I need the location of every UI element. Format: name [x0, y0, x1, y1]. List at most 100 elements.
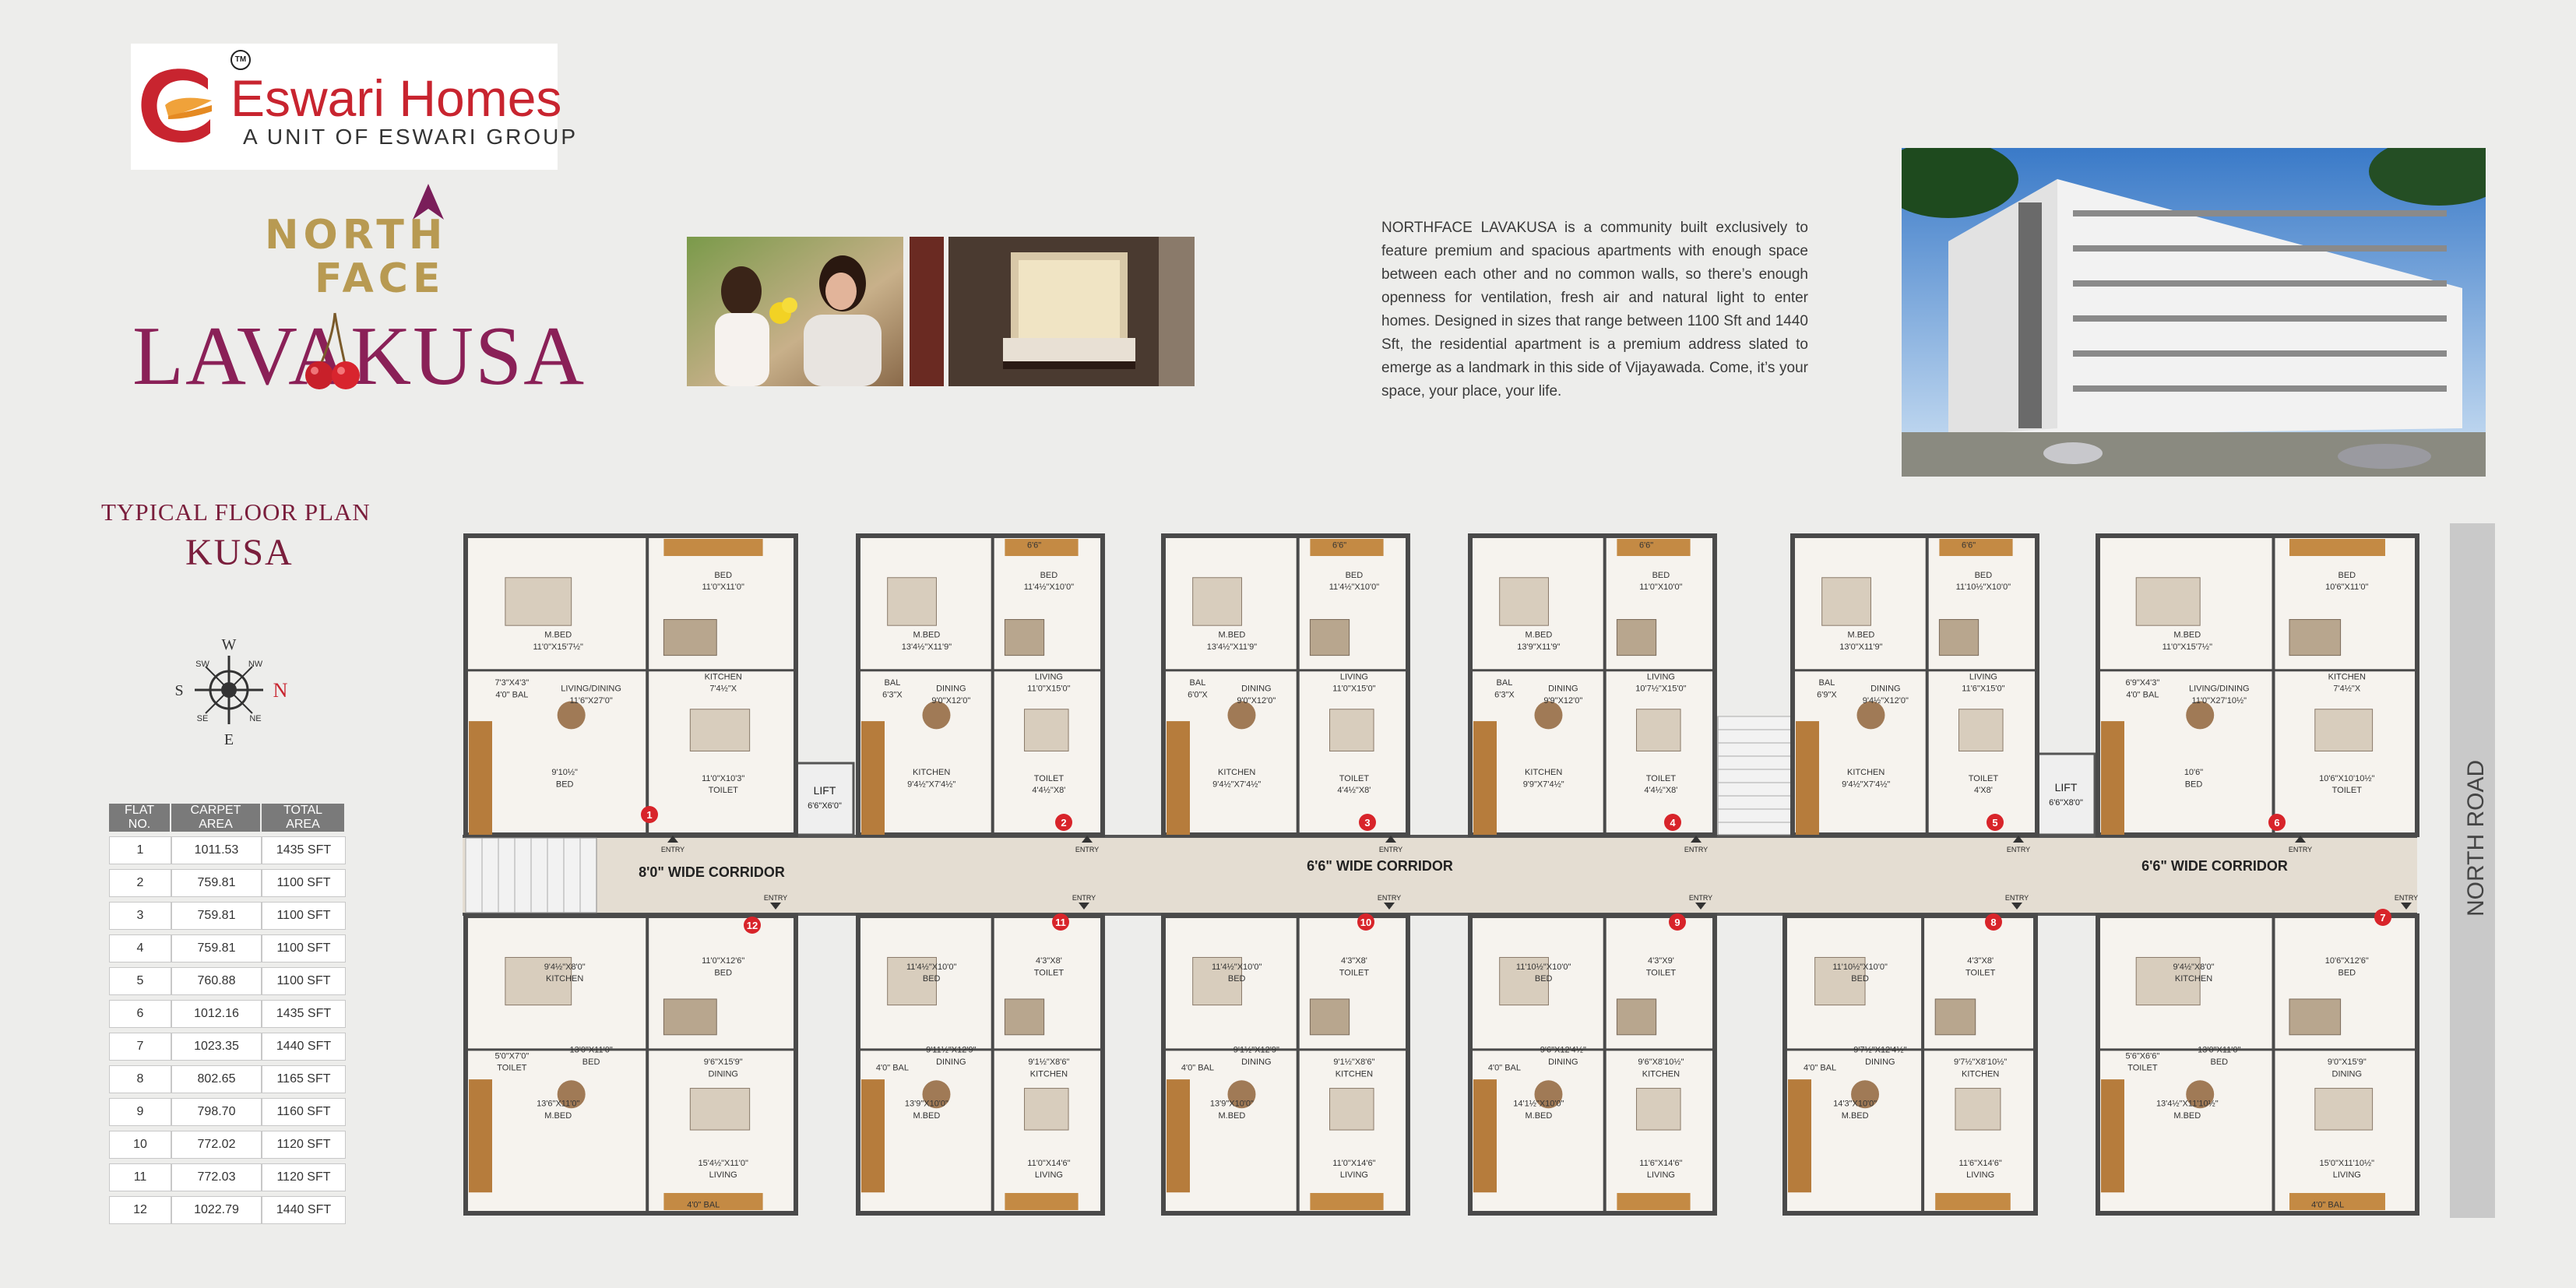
- room-label: 11'0"X10'0": [1639, 582, 1682, 592]
- room-label: TOILET: [1965, 968, 1996, 977]
- room-label: LIVING: [1966, 1170, 1994, 1180]
- room-label: BED: [1975, 571, 1993, 580]
- room-label: 9'0"X15'9": [2328, 1057, 2367, 1067]
- room-label: 6'6": [1639, 540, 1653, 550]
- room-label: DINING: [936, 684, 966, 694]
- brand-name: Eswari Homes: [231, 69, 562, 127]
- flat-outline: [856, 533, 1105, 837]
- flat-number-marker: [1052, 913, 1069, 931]
- bed-furniture: [1636, 709, 1681, 751]
- room-label: 9'9"X7'4½": [1523, 780, 1564, 790]
- entry-label: ENTRY: [1075, 846, 1099, 853]
- north-road: [2450, 523, 2495, 1218]
- table-cell: 6: [109, 1000, 171, 1028]
- table-cell: 5: [109, 967, 171, 995]
- lift-shaft: [2036, 752, 2096, 836]
- room-label: BAL: [1497, 678, 1513, 688]
- eswari-logo-mark-icon: [141, 69, 212, 143]
- room-label: 11'10½"X10'0": [1832, 962, 1888, 972]
- dining-table: [1227, 701, 1256, 730]
- room-label: 9'1½"X12'9": [1233, 1046, 1279, 1055]
- room-label: TOILET: [1339, 774, 1370, 783]
- balcony: [2289, 539, 2385, 556]
- bed-furniture: [1024, 709, 1069, 751]
- corridor: [463, 835, 2417, 916]
- room-label: 9'9"X12'0": [1543, 696, 1582, 706]
- dining-table: [557, 1080, 586, 1109]
- room-label: 11'0"X11'0": [702, 582, 745, 592]
- table-cell: 1440 SFT: [262, 1033, 346, 1061]
- project-description: NORTHFACE LAVAKUSA is a community built …: [1381, 220, 1808, 399]
- sofa-furniture: [1616, 998, 1657, 1036]
- room-label: BED: [1535, 974, 1553, 984]
- dining-table: [922, 1080, 951, 1109]
- table-cell: 1100 SFT: [262, 902, 346, 930]
- bed-furniture: [1499, 956, 1549, 1006]
- room-label: TOILET: [1034, 774, 1065, 783]
- room-label: BED: [1652, 571, 1670, 580]
- room-label: TOILET: [2127, 1064, 2158, 1073]
- flat-number-marker: [1359, 814, 1376, 831]
- flat-number: 4: [1670, 817, 1676, 829]
- room-label: 4'3"X9': [1648, 956, 1674, 966]
- table-header: FLAT NO.: [109, 804, 171, 832]
- room-label: KITCHEN: [1030, 1069, 1068, 1079]
- entry-arrow-icon: [770, 903, 781, 910]
- room-label: 13'4½"X11'9": [902, 642, 952, 652]
- table-cell: 9: [109, 1098, 171, 1126]
- room-label: BED: [1228, 974, 1246, 984]
- room-label: BAL: [885, 678, 901, 688]
- table-cell: 3: [109, 902, 171, 930]
- room-label: KITCHEN: [705, 672, 742, 681]
- table-cell: 1011.53: [171, 836, 262, 864]
- balcony: [1939, 539, 2013, 556]
- entry-arrow-icon: [1384, 903, 1395, 910]
- room-label: 9'7½"X8'10½": [1954, 1057, 2007, 1067]
- room-label: 11'6"X14'6": [1639, 1159, 1682, 1168]
- entry-label: ENTRY: [1072, 894, 1096, 902]
- wash-area: [861, 1079, 885, 1193]
- room-label: BED: [714, 571, 732, 580]
- balcony: [1005, 1193, 1079, 1210]
- compass-w: W: [222, 636, 237, 653]
- room-label: 6'3"X: [882, 690, 903, 699]
- room-label: 9'4½"X8'0": [2173, 962, 2215, 972]
- table-cell: 1120 SFT: [262, 1131, 346, 1159]
- room-label: 13'9"X11'9": [1517, 642, 1560, 652]
- room-label: BED: [2210, 1057, 2228, 1067]
- room-label: BED: [2185, 780, 2203, 790]
- room-label: 9'4½"X8'0": [544, 962, 586, 972]
- flat-number-marker: [641, 806, 658, 823]
- room-label: DINING: [1870, 684, 1901, 694]
- room-label: 10'7½"X15'0": [1635, 684, 1686, 694]
- balcony: [663, 1193, 763, 1210]
- room-label: 4'4½"X8': [1337, 786, 1371, 795]
- room-label: 9'4½"X7'4½": [1842, 780, 1890, 790]
- flat-number-marker: [2268, 814, 2286, 831]
- bed-furniture: [1192, 956, 1242, 1006]
- corridor-wall: [463, 913, 2417, 916]
- flat-number: 8: [1990, 917, 1996, 928]
- bed-furniture: [2314, 709, 2374, 751]
- bed-furniture: [1636, 1088, 1681, 1131]
- room-label: KITCHEN: [1962, 1069, 1999, 1079]
- room-label: 13'0"X11'0": [2198, 1046, 2240, 1055]
- room-label: 13'4½"X11'9": [1207, 642, 1258, 652]
- room-label: 4'0" BAL: [495, 690, 528, 699]
- dining-table: [2186, 1080, 2215, 1109]
- room-label: 4'3"X8': [1967, 956, 1994, 966]
- table-cell: 1120 SFT: [262, 1163, 346, 1191]
- balcony: [1935, 1193, 2011, 1210]
- bed-furniture: [1814, 956, 1866, 1006]
- bed-furniture: [1499, 577, 1549, 626]
- room-label: 11'4½"X10'0": [1329, 582, 1380, 592]
- block-name: KUSA: [185, 532, 294, 573]
- sofa-furniture: [1934, 998, 1976, 1036]
- room-label: 4'0" BAL: [2126, 690, 2159, 699]
- flat-number-marker: [1055, 814, 1072, 831]
